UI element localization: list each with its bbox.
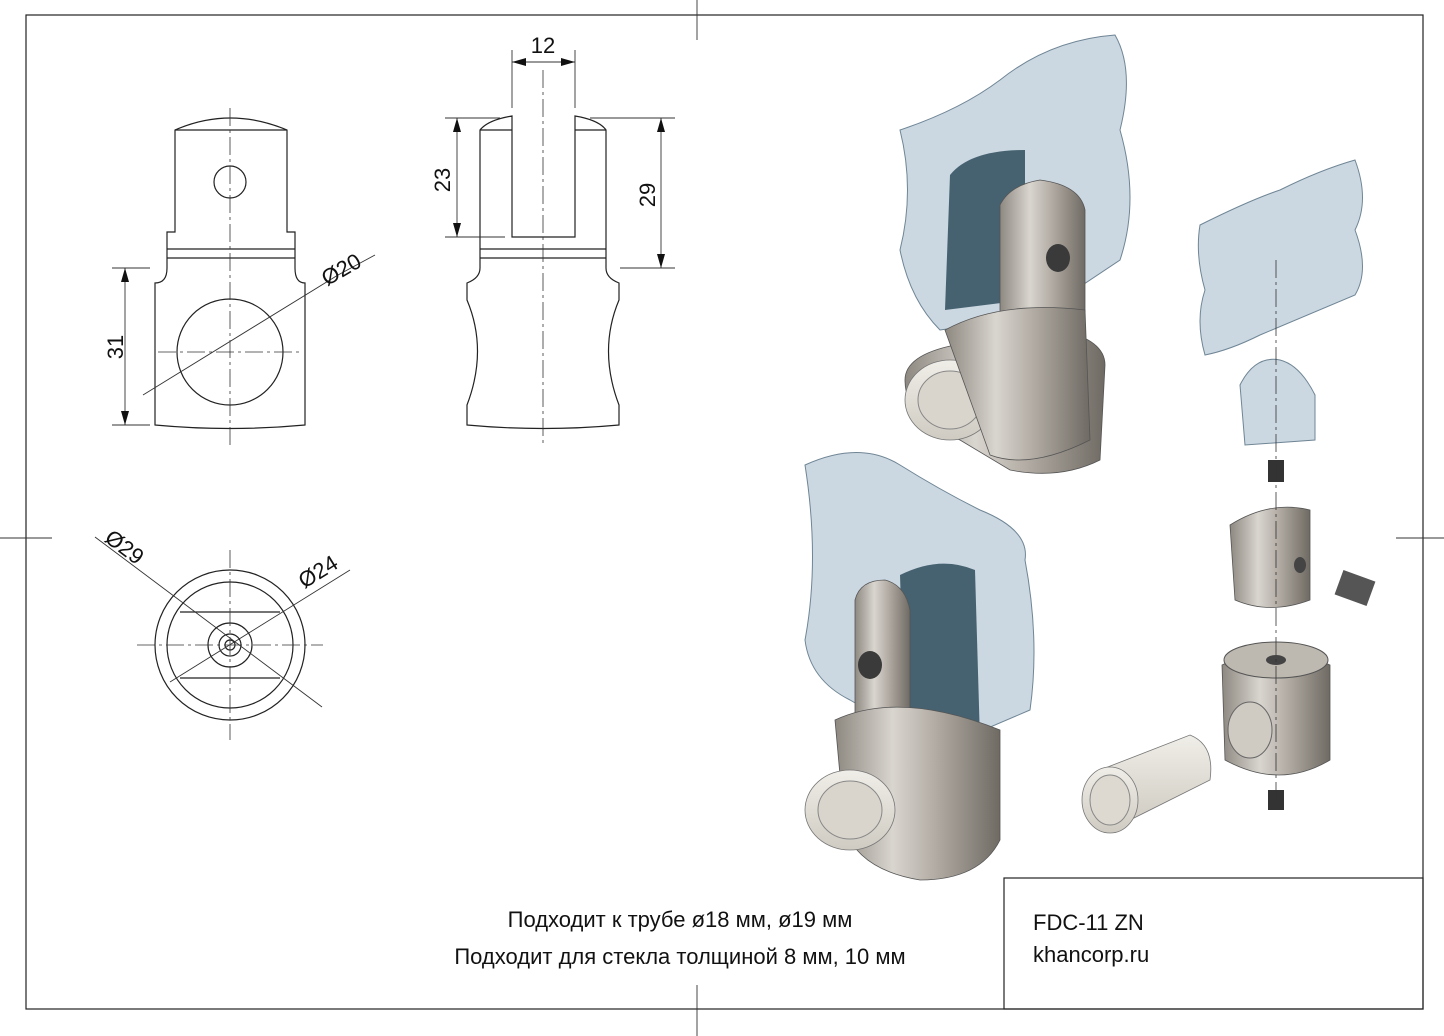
dim-outer-label: Ø29	[100, 525, 148, 570]
note-glass-thickness: Подходит для стекла толщиной 8 мм, 10 мм	[454, 944, 905, 969]
dim-hole-label: Ø20	[317, 248, 366, 290]
dim-slot-depth-label: 23	[430, 168, 455, 192]
top-view: Ø29 Ø24	[94, 525, 351, 740]
title-block: FDC-11 ZN khancorp.ru	[1003, 877, 1424, 1010]
front-view: 31 Ø20	[103, 108, 376, 445]
side-view: 12 23 29	[430, 33, 675, 445]
set-screw-icon	[1334, 569, 1376, 607]
note-tube-compatibility: Подходит к трубе ø18 мм, ø19 мм	[508, 907, 853, 932]
render-exploded	[1081, 159, 1376, 834]
render-assembled-back	[804, 452, 1035, 881]
company-website: khancorp.ru	[1033, 942, 1149, 967]
dim-inner-label: Ø24	[294, 550, 343, 593]
dim-slot-width-label: 12	[531, 33, 555, 58]
dim-top-height-label: 29	[635, 183, 660, 207]
part-number: FDC-11 ZN	[1033, 910, 1144, 935]
dim-height-label: 31	[103, 335, 128, 359]
render-assembled-front	[899, 34, 1131, 474]
